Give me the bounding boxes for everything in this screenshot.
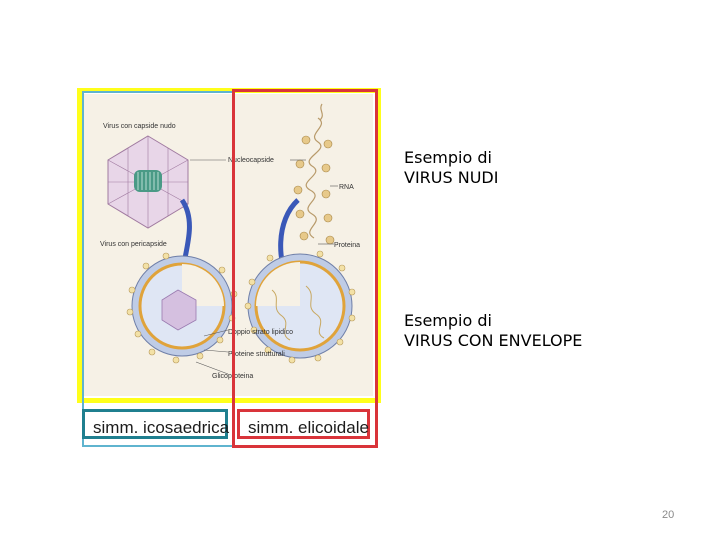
capsomer-dots — [293, 135, 335, 245]
label-doppio-strato: Doppio strato lipidico — [228, 329, 293, 336]
label-proteine-strutturali: Proteine strutturali — [228, 351, 285, 358]
label-virus-capside-nudo: Virus con capside nudo — [103, 123, 176, 130]
label-nucleocapside: Nucleocapside — [228, 157, 274, 164]
helical-symmetry-label: simm. elicoidale — [237, 409, 370, 439]
icosahedral-symmetry-label: simm. icosaedrica — [82, 409, 229, 439]
icosahedral-outline-box — [82, 91, 235, 447]
naked-virus-example: Esempio di VIRUS NUDI — [404, 148, 498, 188]
label-rna: RNA — [339, 184, 354, 191]
enveloped-virus-example-line2: VIRUS CON ENVELOPE — [404, 331, 583, 350]
enveloped-helical-virus-drawing — [244, 250, 356, 364]
naked-virus-example-line2: VIRUS NUDI — [404, 168, 499, 187]
label-virus-pericapside: Virus con pericapside — [100, 241, 167, 248]
helical-nucleocapsid-drawing — [305, 103, 323, 239]
enveloped-virus-example: Esempio di VIRUS CON ENVELOPE — [404, 311, 582, 351]
enveloped-virus-example-line1: Esempio di — [404, 311, 492, 330]
label-proteina: Proteina — [334, 242, 360, 249]
icosahedral-capsid-drawing — [107, 135, 189, 229]
page-number: 20 — [662, 509, 675, 521]
naked-virus-example-line1: Esempio di — [404, 148, 492, 167]
enveloped-icosahedral-virus-drawing — [126, 252, 238, 364]
helical-outline-box — [232, 89, 378, 448]
yellow-outline-box — [77, 88, 381, 403]
